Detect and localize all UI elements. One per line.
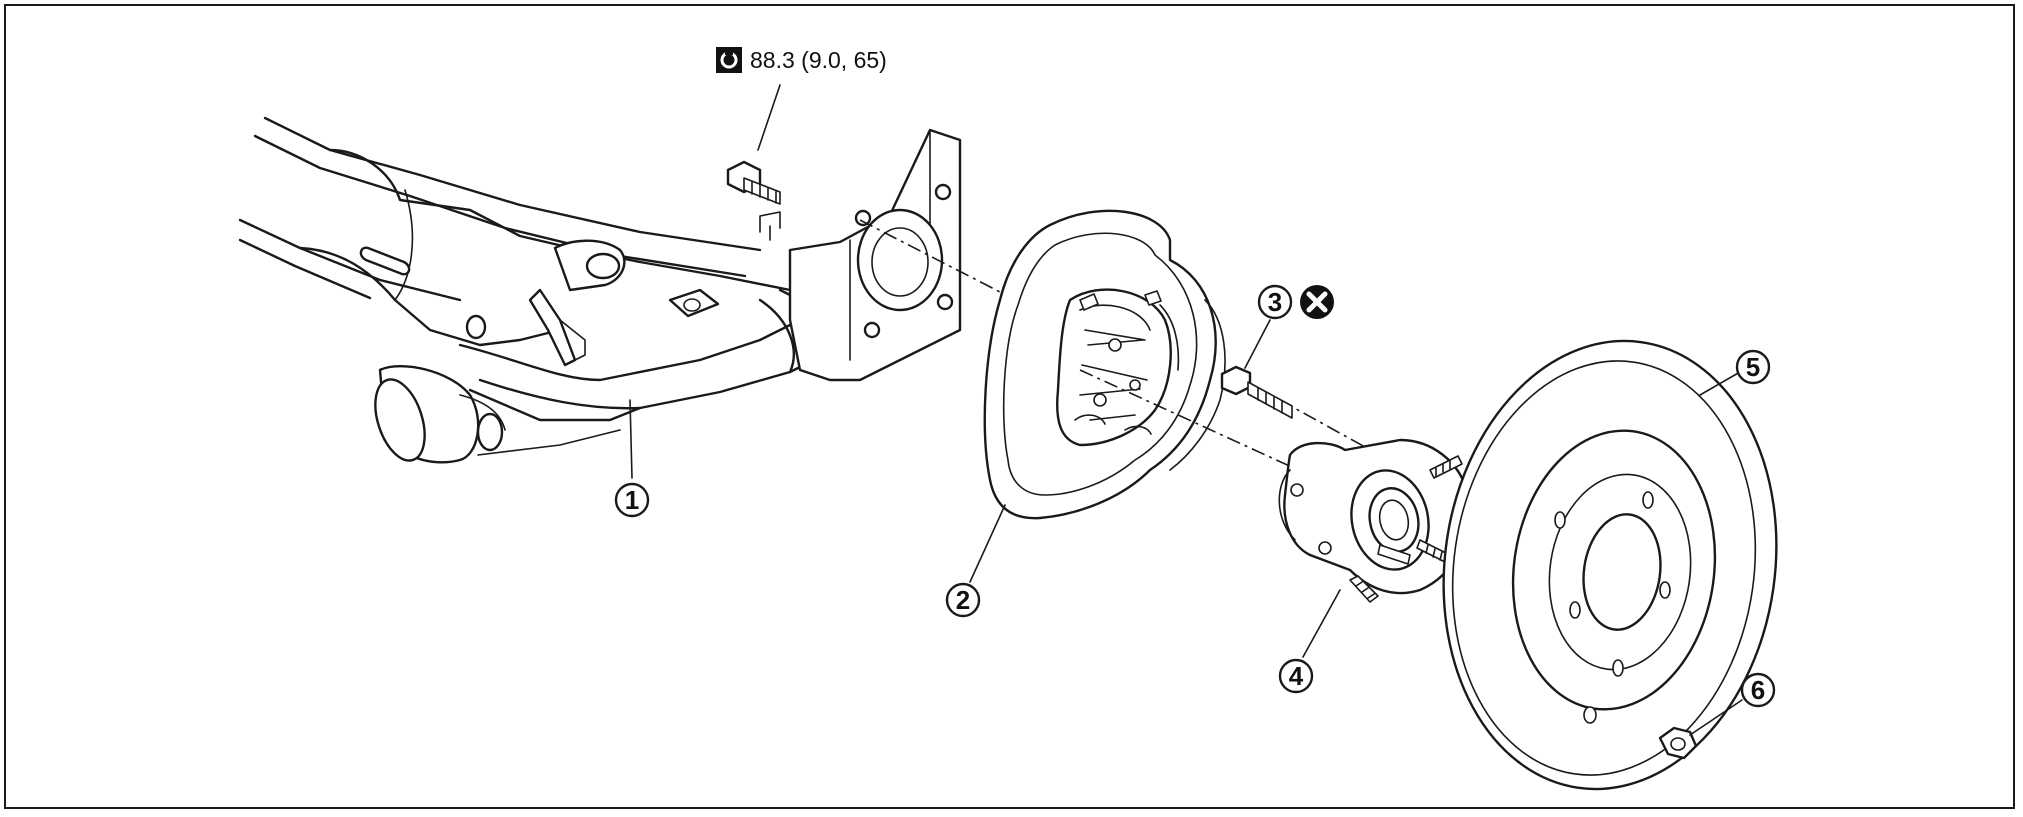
svg-text:3: 3 <box>1268 287 1282 317</box>
callout-2: 2 <box>945 582 981 618</box>
callout-6: 6 <box>1740 672 1776 708</box>
torque-spec: 88.3 (9.0, 65) <box>716 47 887 73</box>
cross-circle-icon <box>1300 285 1334 319</box>
svg-text:4: 4 <box>1289 661 1304 691</box>
wheel-nut <box>1658 699 1743 760</box>
callout-5: 5 <box>1735 349 1771 385</box>
mounting-bolt <box>726 160 781 205</box>
torque-leader-line <box>757 84 781 151</box>
callout-4: 4 <box>1278 658 1314 694</box>
svg-text:2: 2 <box>956 585 970 615</box>
callout-1: 1 <box>614 482 650 518</box>
callout-3: 3 <box>1257 284 1293 320</box>
backing-plate <box>969 209 1226 583</box>
torque-value: 88.3 (9.0, 65) <box>750 47 887 73</box>
brake-rotor <box>1442 339 1778 791</box>
hub-bolt <box>1220 319 1293 419</box>
rear-axle-beam <box>238 116 962 479</box>
axis-line-center <box>1079 369 1321 481</box>
hub-bearing <box>1278 438 1471 658</box>
svg-text:1: 1 <box>625 485 639 515</box>
torque-wrench-icon <box>716 47 742 73</box>
svg-text:6: 6 <box>1751 675 1765 705</box>
svg-text:5: 5 <box>1746 352 1760 382</box>
